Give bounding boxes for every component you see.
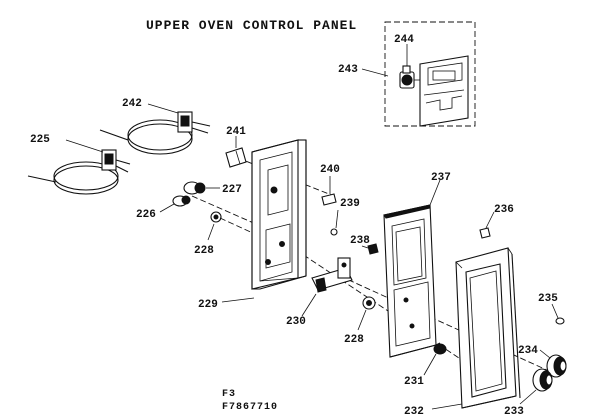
label-226: 226 <box>136 209 156 221</box>
screw-part-240 <box>321 193 337 206</box>
pin-part-241 <box>225 147 247 168</box>
leader-230 <box>301 293 317 317</box>
knob-part-226 <box>172 195 191 207</box>
panel-part-237 <box>383 204 441 358</box>
nut-part-228-right <box>362 296 376 310</box>
nut-part-231 <box>433 343 447 355</box>
alignment-line-d <box>295 249 463 361</box>
label-231: 231 <box>404 376 424 388</box>
label-234: 234 <box>518 345 538 357</box>
footer-code-line1: F3 <box>222 389 237 400</box>
leader-231 <box>423 353 437 376</box>
leader-238 <box>361 245 369 249</box>
leader-242 <box>147 103 179 114</box>
leader-226 <box>159 203 175 213</box>
inset-bracket-tab <box>425 95 463 111</box>
trim-frame-232 <box>455 247 521 409</box>
screw-part-236 <box>479 227 491 239</box>
switch-icon <box>399 65 420 89</box>
leader-239 <box>335 209 339 229</box>
screw-part-238 <box>367 243 379 255</box>
label-241: 241 <box>226 126 246 138</box>
leader-237 <box>429 179 441 206</box>
knob-icon-233 <box>532 368 553 392</box>
label-239: 239 <box>340 198 360 210</box>
leader-234 <box>539 349 551 359</box>
label-233: 233 <box>504 406 524 418</box>
footer-code-line2: F7867710 <box>222 402 279 413</box>
label-232: 232 <box>404 406 424 418</box>
clip-part-235 <box>555 317 565 325</box>
label-228-left: 228 <box>194 245 214 257</box>
leader-243 <box>361 68 389 77</box>
inset-bracket <box>419 55 469 127</box>
alignment-line-e <box>339 275 561 377</box>
nut-part-228-left <box>210 211 222 223</box>
inset-bracket-edge <box>423 89 465 96</box>
page-title: UPPER OVEN CONTROL PANEL <box>146 18 358 33</box>
label-235: 235 <box>538 293 558 305</box>
clip-part-239 <box>330 228 338 236</box>
leader-233 <box>519 389 537 405</box>
label-242: 242 <box>122 98 142 110</box>
label-236: 236 <box>494 204 514 216</box>
leader-228-left <box>207 223 215 241</box>
knob-part-227 <box>183 181 206 195</box>
wire-clamp-lower <box>27 149 131 195</box>
label-229: 229 <box>198 299 218 311</box>
leader-225 <box>65 139 104 153</box>
label-227: 227 <box>222 184 242 196</box>
label-237: 237 <box>431 172 451 184</box>
label-243: 243 <box>338 64 358 76</box>
leader-228-right <box>357 309 367 331</box>
label-238: 238 <box>350 235 370 247</box>
alignment-line-c <box>237 157 335 197</box>
control-bracket-229 <box>251 139 307 290</box>
inset-switch-assembly <box>361 21 476 127</box>
label-225: 225 <box>30 134 50 146</box>
leader-232 <box>431 403 463 410</box>
leader-235 <box>551 303 559 319</box>
knob-icon-234 <box>546 354 567 378</box>
inset-bracket-slot <box>432 70 456 81</box>
leader-229 <box>221 297 255 303</box>
inset-bracket-window <box>427 62 463 86</box>
inset-dashed-border <box>384 21 476 127</box>
label-240: 240 <box>320 164 340 176</box>
wire-clamp-upper <box>99 111 211 155</box>
label-228-right: 228 <box>344 334 364 346</box>
label-230: 230 <box>286 316 306 328</box>
leader-236 <box>485 211 495 229</box>
switch-part-230 <box>311 257 353 293</box>
label-244: 244 <box>394 34 414 46</box>
